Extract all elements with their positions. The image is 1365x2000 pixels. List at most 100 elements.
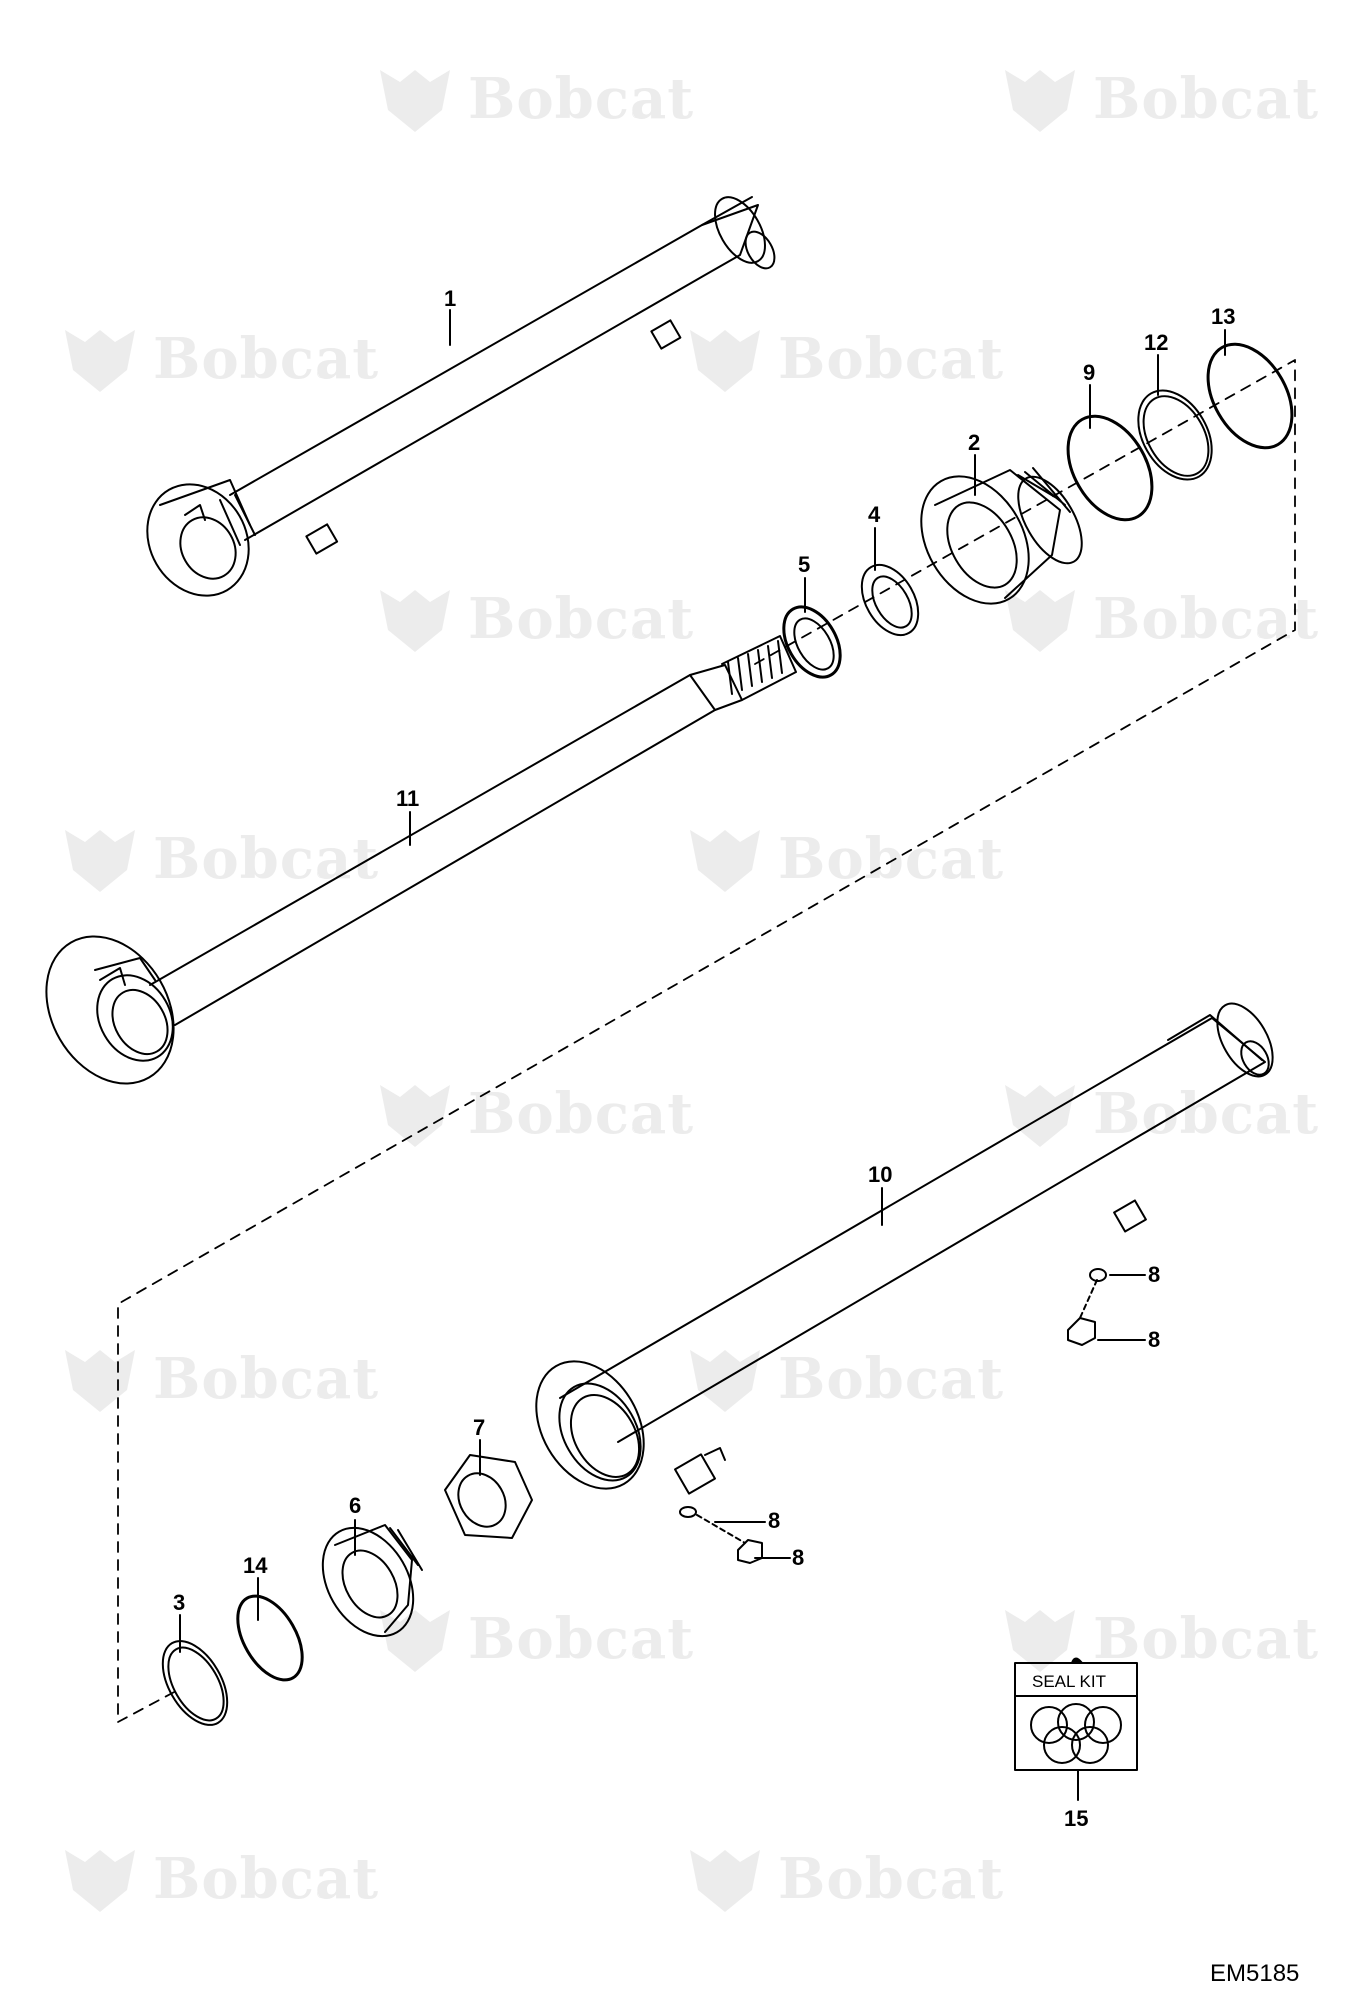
part-12-ring [1137,389,1213,481]
callout-8: 8 [768,1508,781,1533]
part-13-oring [1206,342,1294,450]
watermark: Bobcat ® [680,1340,1003,1420]
leader-line [1079,1279,1098,1319]
bobcat-logo-icon [690,1850,760,1912]
callout-13: 13 [1211,304,1236,329]
callout-1: 1 [444,286,457,311]
watermark-text: Bobcat [1093,586,1320,652]
watermark: Bobcat ® [995,580,1318,660]
watermark: Bobcat ® [680,320,1003,400]
watermark-text: Bobcat [468,586,695,652]
callout-10: 10 [868,1162,893,1187]
watermark-mark: ® [317,866,327,881]
bobcat-logo-icon [380,1610,450,1672]
bobcat-logo-icon [380,590,450,652]
seal-kit-package [1014,1657,1138,1771]
watermark-text: Bobcat [778,326,1005,392]
part-3-ring-inner [167,1646,225,1722]
watermark-text: Bobcat [778,826,1005,892]
watermark-text: Bobcat [1093,1081,1320,1147]
watermark-text: Bobcat [778,1846,1005,1912]
part-9-oring [1066,414,1154,522]
watermark-mark: ® [317,1886,327,1901]
watermark-text: Bobcat [1093,1606,1320,1672]
watermark: Bobcat ® [55,820,378,900]
bobcat-logo-icon [65,830,135,892]
callout-8: 8 [792,1545,805,1570]
assembly-dashed-line [117,359,1296,1723]
callout-6: 6 [349,1493,362,1518]
part-12-ring-inner [1142,395,1210,477]
part-5-seal [782,605,842,679]
head-part [920,467,1083,605]
leader-line [696,1514,746,1544]
callout-8: 8 [1148,1262,1161,1287]
seal-kit-label: SEAL KIT [1031,1672,1106,1691]
callout-8: 8 [1148,1327,1161,1352]
watermark-text: Bobcat [778,1346,1005,1412]
watermark-text: Bobcat [153,1846,380,1912]
watermark: Bobcat ® [680,1840,1003,1920]
callout-7: 7 [473,1415,486,1440]
watermark: Bobcat ® [995,60,1318,140]
part-3-ring [161,1640,229,1726]
part-14-oring [236,1594,304,1682]
nut-part [444,1454,533,1539]
watermark: Bobcat ® [370,60,693,140]
callout-4: 4 [868,502,881,527]
watermark-mark: ® [1257,1646,1267,1661]
watermark: Bobcat ® [55,320,378,400]
callout-11: 11 [396,786,420,811]
piston-part [321,1524,423,1638]
watermark-mark: ® [317,366,327,381]
watermark-text: Bobcat [468,1606,695,1672]
watermark-mark: ® [632,106,642,121]
watermark-text: Bobcat [153,1346,380,1412]
watermark-mark: ® [942,366,952,381]
part-4-ring-inner [871,575,913,629]
watermark-mark: ® [632,1121,642,1136]
watermark-mark: ® [1257,626,1267,641]
cylinder-assembly-part [146,196,776,597]
watermark-mark: ® [1257,106,1267,121]
bobcat-logo-icon [380,70,450,132]
callout-5: 5 [798,552,811,577]
part-5-seal-inner [793,617,835,671]
part-8-plug [1067,1317,1096,1346]
callout-14: 14 [243,1553,268,1578]
watermark: Bobcat ® [995,1075,1318,1155]
part-4-ring [860,563,920,637]
bobcat-logo-icon [380,1085,450,1147]
callout-2: 2 [968,430,981,455]
watermark-text: Bobcat [468,66,695,132]
watermark-text: Bobcat [153,326,380,392]
watermark: Bobcat ® [370,580,693,660]
callout-15: 15 [1064,1806,1089,1831]
bobcat-logo-icon [690,830,760,892]
bobcat-logo-icon [690,1350,760,1412]
watermark-mark: ® [632,1646,642,1661]
bobcat-logo-icon [1005,70,1075,132]
bobcat-logo-icon [1005,590,1075,652]
watermark-mark: ® [942,1386,952,1401]
watermark-text: Bobcat [468,1081,695,1147]
callout-9: 9 [1083,360,1096,385]
watermark-mark: ® [317,1386,327,1401]
bobcat-logo-icon [1005,1085,1075,1147]
bobcat-logo-icon [1005,1610,1075,1672]
drawing-id: EM5185 [1210,1960,1300,1987]
watermark: Bobcat ® [55,1340,378,1420]
watermark-text: Bobcat [153,826,380,892]
watermark: Bobcat ® [370,1600,693,1680]
watermark-mark: ® [1257,1121,1267,1136]
callout-12: 12 [1144,330,1169,355]
part-8-washer [679,1506,697,1518]
bobcat-logo-icon [65,330,135,392]
part-8-washer [1089,1268,1107,1282]
barrel-part [535,1002,1274,1495]
bobcat-logo-icon [65,1850,135,1912]
rod-part [45,635,797,1085]
watermark-mark: ® [942,1886,952,1901]
